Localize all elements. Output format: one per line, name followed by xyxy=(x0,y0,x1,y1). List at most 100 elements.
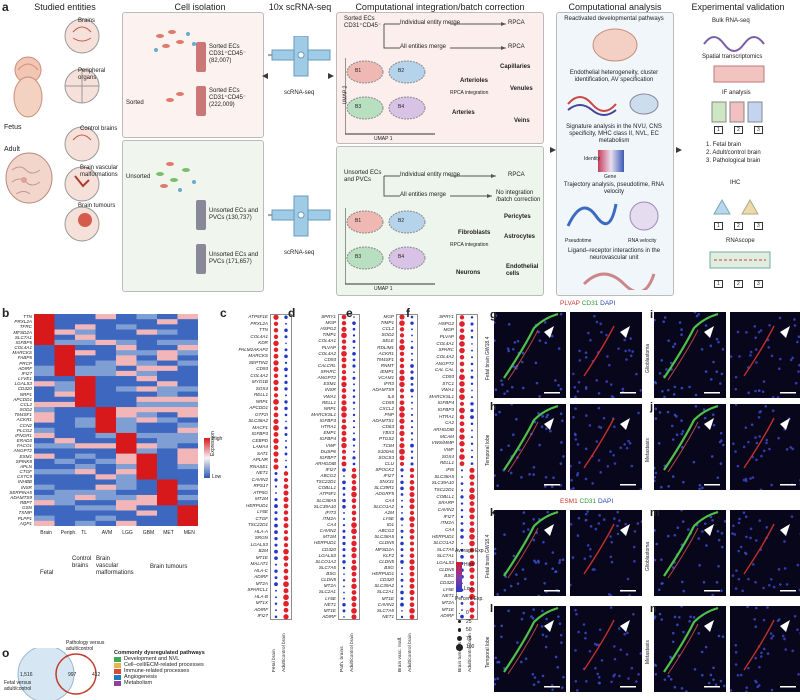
dotplot-dot xyxy=(342,498,346,503)
dotplot-dot xyxy=(283,484,289,489)
dotplot-dot xyxy=(410,438,414,441)
micro-nucleus xyxy=(793,318,796,321)
heatmap-cell xyxy=(136,365,158,372)
micro-nucleus xyxy=(632,545,636,549)
dotplot-dot xyxy=(411,334,413,337)
micro-nucleus xyxy=(767,346,771,349)
micro-nucleus xyxy=(733,533,737,536)
micro-nucleus xyxy=(639,389,642,392)
dotplot-dot xyxy=(410,346,414,350)
micro-nucleus xyxy=(619,446,623,450)
dotplot-dot xyxy=(274,602,278,605)
micro-nucleus xyxy=(759,488,763,490)
scale-bar xyxy=(620,590,636,592)
micro-nucleus xyxy=(756,685,759,689)
dotplot-dot xyxy=(353,371,355,374)
micro-nucleus xyxy=(574,407,577,410)
dotplot-gene-label: SLC39A10 xyxy=(431,480,454,486)
heatmap-gene-label: CCN2 xyxy=(19,422,32,428)
validation-spatial: Spatial transcriptomics xyxy=(702,54,763,60)
dotplot-dot xyxy=(460,555,464,559)
dotplot-dot xyxy=(273,431,279,437)
heatmap-cell xyxy=(116,355,137,362)
heatmap-cell xyxy=(116,417,137,424)
dotplot-dot xyxy=(409,589,415,596)
dotplot-dot xyxy=(409,480,415,485)
micro-nucleus xyxy=(503,588,507,592)
micro-image xyxy=(654,510,726,596)
micro-nucleus xyxy=(673,685,677,689)
dotplot-gene-label: SLC39A10 xyxy=(313,503,336,509)
dot-legend-size-value: 0 xyxy=(466,610,469,616)
micro-nucleus xyxy=(559,633,563,637)
micro-nucleus xyxy=(560,641,563,644)
micro-image-content xyxy=(572,314,642,398)
dotplot-gene-label: COL4A2 xyxy=(250,372,268,378)
heatmap-cell xyxy=(75,432,96,439)
dotplot-gene-label: IGFBP3 xyxy=(437,407,454,413)
micro-image-content xyxy=(570,406,642,490)
micro-nucleus xyxy=(676,526,680,530)
dotplot-dot xyxy=(343,573,345,575)
arrowhead-icon xyxy=(780,524,790,536)
micro-image-content xyxy=(654,510,726,596)
micro-nucleus xyxy=(498,410,501,414)
micro-nucleus xyxy=(654,558,657,562)
dotplot-gene-label: BSG xyxy=(444,573,454,579)
dotplot-dot xyxy=(273,328,279,333)
dotplot-frame xyxy=(396,314,418,620)
dotplot-dot xyxy=(273,373,279,379)
dotplot-dot xyxy=(273,393,279,398)
micro-nucleus xyxy=(552,476,555,479)
micro-nucleus xyxy=(722,684,726,688)
micro-image xyxy=(570,404,642,490)
micro-nucleus xyxy=(573,385,577,389)
micro-nucleus xyxy=(585,414,588,417)
micro-nucleus xyxy=(796,563,800,567)
heatmap-cell xyxy=(157,510,178,517)
dotplot-gene-label: MARCKSL1 xyxy=(429,393,454,399)
scale-bar xyxy=(620,392,636,394)
micro-nucleus xyxy=(747,391,750,395)
micro-image xyxy=(654,606,726,692)
dotplot-dot xyxy=(342,504,346,509)
heatmap-cell xyxy=(75,376,96,382)
micro-nucleus xyxy=(698,483,702,487)
heatmap-cell xyxy=(75,319,96,325)
micro-nucleus xyxy=(623,632,626,636)
micro-nucleus xyxy=(770,483,773,487)
dotplot-dot xyxy=(400,517,404,521)
micro-nucleus xyxy=(609,555,613,559)
micro-nucleus xyxy=(744,515,748,519)
validation-ihc-num-2: 2 xyxy=(734,222,743,230)
heatmap-cell xyxy=(136,350,158,356)
micro-nucleus xyxy=(551,567,554,571)
micro-nucleus xyxy=(559,462,563,465)
micro-nucleus xyxy=(546,510,549,514)
validation-rs-num-1: 1 xyxy=(714,280,723,288)
dotplot-x-label: Brain vasc. malf. xyxy=(398,636,403,672)
micro-nucleus xyxy=(704,370,708,373)
venn-legend-row: Immune-related processes xyxy=(114,668,234,674)
venn-legend-label: Metabolism xyxy=(124,680,153,686)
heatmap-cell xyxy=(34,474,55,480)
micro-nucleus xyxy=(535,381,539,385)
micro-nucleus xyxy=(597,406,601,410)
micro-nucleus xyxy=(494,682,497,686)
dotplot-dot xyxy=(469,527,475,533)
micro-nucleus xyxy=(797,335,800,339)
micro-nucleus xyxy=(545,427,548,430)
heatmap-cell xyxy=(95,500,117,506)
dotplot-dot xyxy=(399,369,405,375)
micro-nucleus xyxy=(757,416,761,419)
micro-nucleus xyxy=(671,631,675,635)
dotplot-gene-label: MACF1 xyxy=(252,424,268,430)
micro-bottom-title: ESM1 CD31 DAPI xyxy=(560,498,613,505)
dotplot-gene-label: SLCO1A2 xyxy=(373,503,394,509)
dotplot-gene-label: NET1 xyxy=(382,613,394,619)
dotplot-dot xyxy=(283,516,289,522)
dotplot-dot xyxy=(351,614,357,620)
heatmap-gene-label: SPINK8 xyxy=(15,458,32,464)
micro-nucleus xyxy=(737,521,741,525)
